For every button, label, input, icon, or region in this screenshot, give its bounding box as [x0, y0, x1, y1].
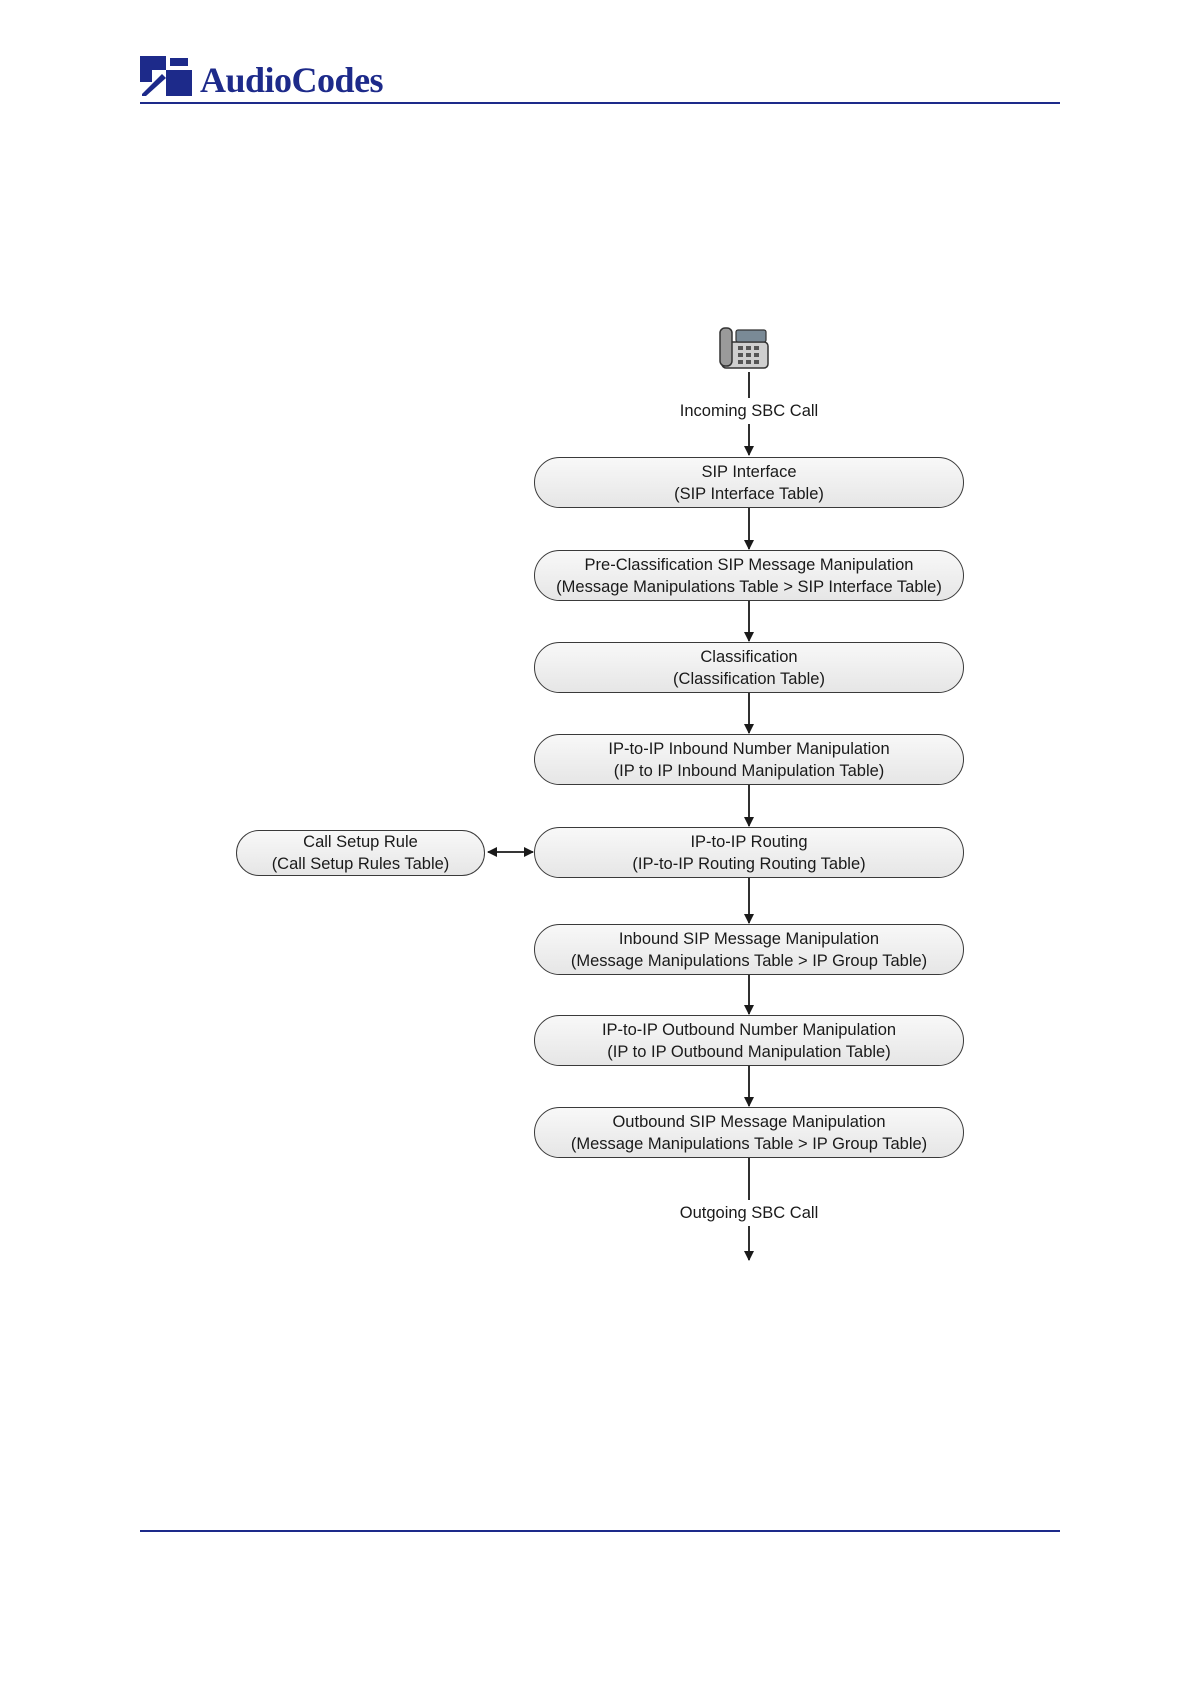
node-classification: Classification (Classification Table)	[534, 642, 964, 693]
node-title: SIP Interface	[701, 462, 797, 481]
node-title: Classification	[700, 647, 798, 666]
node-subtitle: (Message Manipulations Table > IP Group …	[570, 1134, 928, 1153]
node-outbound-number-manipulation: IP-to-IP Outbound Number Manipulation (I…	[534, 1015, 964, 1066]
node-inbound-sip-manipulation: Inbound SIP Message Manipulation (Messag…	[534, 924, 964, 975]
node-ip-to-ip-routing: IP-to-IP Routing (IP-to-IP Routing Routi…	[534, 827, 964, 878]
node-inbound-number-manipulation: IP-to-IP Inbound Number Manipulation (IP…	[534, 734, 964, 785]
node-subtitle: (Call Setup Rules Table)	[271, 855, 450, 873]
audiocodes-logo-icon	[140, 56, 192, 96]
node-subtitle: (Message Manipulations Table > SIP Inter…	[556, 577, 942, 596]
footer-rule	[140, 1530, 1060, 1532]
node-title: IP-to-IP Inbound Number Manipulation	[608, 739, 890, 758]
outgoing-call-label: Outgoing SBC Call	[675, 1203, 823, 1223]
node-subtitle: (Classification Table)	[673, 669, 825, 688]
node-outbound-sip-manipulation: Outbound SIP Message Manipulation (Messa…	[534, 1107, 964, 1158]
incoming-call-label: Incoming SBC Call	[675, 401, 823, 421]
company-logo-text: AudioCodes	[200, 60, 384, 100]
node-title: IP-to-IP Routing	[690, 832, 808, 851]
node-subtitle: (IP-to-IP Routing Routing Table)	[632, 854, 866, 873]
node-call-setup-rule: Call Setup Rule (Call Setup Rules Table)	[236, 830, 485, 876]
node-subtitle: (SIP Interface Table)	[674, 484, 824, 503]
node-pre-classification: Pre-Classification SIP Message Manipulat…	[534, 550, 964, 601]
header-rule	[140, 102, 1060, 104]
node-title: Inbound SIP Message Manipulation	[618, 929, 880, 948]
node-title: IP-to-IP Outbound Number Manipulation	[601, 1020, 897, 1039]
node-sip-interface: SIP Interface (SIP Interface Table)	[534, 457, 964, 508]
page-header: AudioCodes	[140, 52, 1060, 104]
node-title: Pre-Classification SIP Message Manipulat…	[584, 555, 914, 574]
node-subtitle: (IP to IP Inbound Manipulation Table)	[613, 761, 885, 780]
node-subtitle: (Message Manipulations Table > IP Group …	[570, 951, 928, 970]
desk-phone-icon	[719, 327, 769, 369]
node-title: Outbound SIP Message Manipulation	[612, 1112, 886, 1131]
node-subtitle: (IP to IP Outbound Manipulation Table)	[607, 1042, 891, 1061]
node-title: Call Setup Rule	[303, 833, 418, 851]
